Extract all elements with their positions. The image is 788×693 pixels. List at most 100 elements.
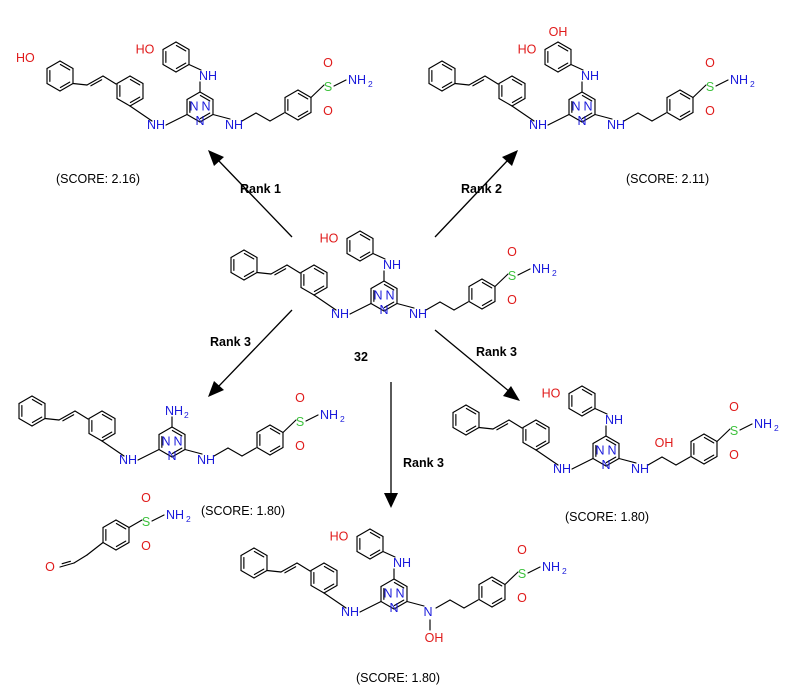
aryl-N-bond [382, 550, 396, 558]
ring-bond [369, 528, 384, 538]
ethyl-bond [269, 112, 285, 122]
sulfur-label: S [324, 80, 332, 94]
ethyl-bond [425, 301, 441, 311]
ring-bond [369, 550, 384, 560]
amine-N-label: NH [341, 605, 359, 619]
bond-layer [18, 41, 753, 631]
ring-bond [297, 89, 312, 99]
sulfonamide-N-label: NH [730, 73, 748, 87]
vinyl-bond [72, 82, 88, 86]
S-N-bond [305, 414, 319, 422]
ring-bond [102, 541, 117, 551]
ring-double-bond [491, 579, 503, 587]
score-bottom-right: (SCORE: 1.80) [565, 510, 649, 524]
ring-bond [522, 419, 537, 429]
top-NH-label: NH [199, 69, 217, 83]
ring-bond [441, 82, 456, 92]
ring-bond [230, 271, 245, 281]
ring-bond [162, 63, 177, 73]
ring-bond [511, 75, 526, 85]
sulfonyl-O-label: O [705, 56, 715, 70]
vinyl-bond [256, 271, 272, 275]
vinyl-bond [478, 426, 494, 430]
ring-double-bond [129, 96, 141, 104]
hydroxyl-label: HO [320, 232, 339, 246]
vinyl-bond [44, 417, 60, 421]
ring-bond [491, 576, 506, 586]
ring-bond [535, 441, 550, 451]
ring-bond [199, 91, 214, 101]
double-bond-inner [61, 560, 71, 565]
N-triazine-bond [547, 113, 570, 126]
ring-bond [557, 63, 572, 73]
ring-double-bond [313, 267, 325, 275]
ring-bond [592, 435, 607, 445]
amine-subscript: 2 [184, 410, 189, 420]
double-bond [86, 75, 104, 86]
ethyl-bond [241, 112, 257, 122]
ring-double-bond [481, 281, 493, 289]
sulfonamide-N-label: NH [532, 262, 550, 276]
ring-double-bond [115, 540, 127, 548]
ring-bond [498, 97, 513, 107]
ring-bond [481, 300, 496, 310]
double-bond-inner [62, 414, 75, 422]
ring-bond [199, 113, 214, 123]
ring-double-bond [703, 454, 715, 462]
triazine-N-label: N [173, 435, 182, 449]
amine-label: NH [165, 404, 183, 418]
ring-double-bond [253, 550, 265, 558]
ring-double-bond [313, 285, 325, 293]
triazine-N-label: N [395, 587, 404, 601]
vinyl-bond [286, 264, 301, 274]
ring-bond [313, 264, 328, 274]
styryl-hydroxyl-label: HO [16, 51, 35, 65]
ring-bond [284, 111, 299, 121]
aryl-N-bond [188, 63, 202, 71]
ring-bond [666, 89, 681, 99]
sulfonamide-N-label: NH [754, 417, 772, 431]
ring-bond [101, 432, 116, 442]
S-N-bond [333, 79, 347, 87]
ring-bond [452, 426, 467, 436]
ring-bond [171, 448, 186, 458]
ring-bond [491, 598, 506, 608]
rank1-label: Rank 1 [240, 182, 281, 196]
aryl-N-bond [101, 440, 125, 457]
ring-double-bond [441, 63, 453, 71]
sulfonyl-O-label: O [295, 439, 305, 453]
ethyl-bond [675, 456, 691, 466]
double-bond-inner [90, 79, 103, 87]
ring-bond [380, 600, 395, 610]
ring-double-bond [253, 568, 265, 576]
triazine-N-label: N [195, 114, 204, 128]
ring-bond [243, 249, 258, 259]
ring-bond [679, 89, 694, 99]
ring-bond [393, 600, 408, 610]
ring-bond [310, 584, 325, 594]
ring-bond [346, 230, 361, 240]
ring-bond [359, 252, 374, 262]
double-bond [270, 264, 288, 275]
ring-bond [31, 395, 46, 405]
chain-bond [73, 554, 88, 564]
ring-bond [370, 302, 385, 312]
ring-bond [568, 91, 583, 101]
ring-double-bond [441, 81, 453, 89]
ring-double-bond [581, 112, 593, 120]
ring-double-bond [491, 597, 503, 605]
ring-bond [269, 424, 284, 434]
ring-double-bond [31, 416, 43, 424]
ring-bond [310, 562, 325, 572]
ring-bond [356, 528, 371, 538]
ethyl-bond [637, 112, 653, 122]
ring-bond [300, 264, 315, 274]
double-bond [280, 562, 298, 573]
chain-hydroxyl-label: OH [655, 436, 674, 450]
ring-bond [535, 419, 550, 429]
double-bond-inner [472, 79, 485, 87]
ring-bond [88, 432, 103, 442]
ring-bond [240, 569, 255, 579]
ring-double-bond [535, 422, 547, 430]
